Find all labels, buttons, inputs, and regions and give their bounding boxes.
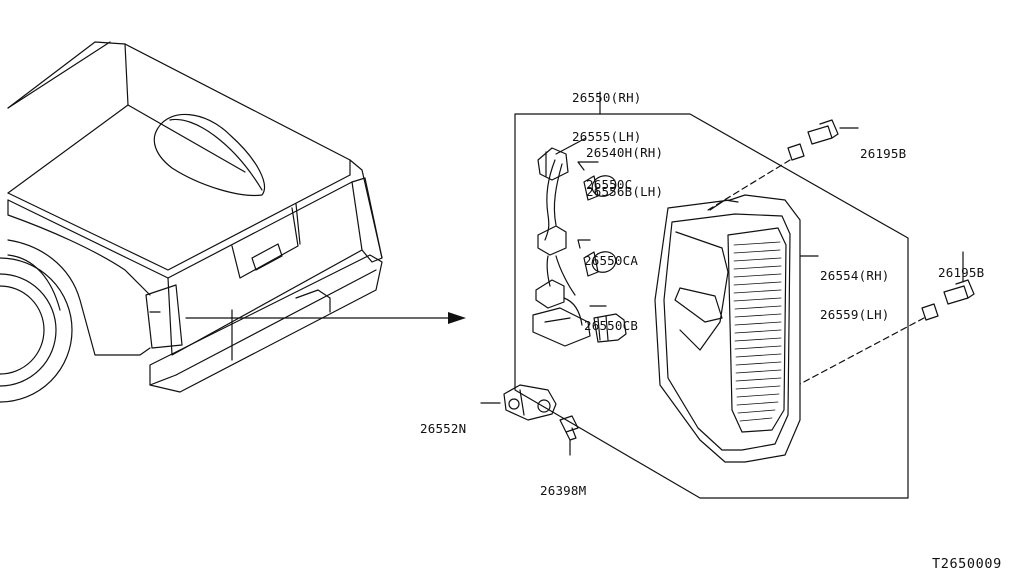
bracket-and-screw (480, 384, 579, 456)
callout-bulb-turn-text: 26550CA (584, 253, 639, 268)
callout-lens-housing: 26554(RH) 26559(LH) (820, 243, 890, 334)
bolts (707, 119, 975, 385)
callout-bolt-lower: 26195B (938, 240, 984, 292)
callout-lamp-assembly-lh: 26555(LH) (572, 129, 642, 144)
assembly-outline (514, 91, 909, 499)
callout-lamp-assembly-rh: 26550(RH) (572, 90, 642, 105)
callout-bolt-upper-text: 26195B (860, 146, 907, 161)
callout-bulb-stop-tail-text: 26550C (586, 177, 633, 192)
truck-rear-illustration (0, 41, 466, 403)
bulb-turn (577, 239, 617, 277)
bulbs (577, 161, 627, 343)
callout-screw-text: 26398M (540, 483, 587, 498)
callout-bulb-stop-tail: 26550C (586, 152, 632, 204)
upper-bolt (707, 119, 859, 211)
socket-harness (532, 137, 591, 347)
bulb-stop-tail (577, 161, 617, 201)
callout-socket-harness-rh: 26540H(RH) (586, 145, 664, 160)
callout-bracket: 26552N (420, 396, 466, 448)
bracket-26552N (480, 384, 557, 421)
callout-lamp-assembly: 26550(RH) 26555(LH) (572, 65, 642, 156)
callout-lens-housing-lh: 26559(LH) (820, 307, 890, 322)
diagram-id-code: T2650009 (932, 532, 1002, 584)
lens-housing (654, 194, 819, 463)
callout-socket-harness-lh: 26556B(LH) (586, 184, 664, 199)
callout-bulb-backup: 26550CB (584, 293, 638, 345)
callout-bulb-turn: 26550CA (584, 228, 638, 280)
screw-26398M (559, 415, 579, 456)
callout-bulb-backup-text: 26550CB (584, 318, 639, 333)
callout-bolt-lower-text: 26195B (938, 265, 985, 280)
lower-bolt (799, 251, 975, 385)
callout-bracket-text: 26552N (420, 421, 467, 436)
bulb-backup (589, 305, 627, 343)
callout-screw: 26398M (540, 458, 586, 510)
parts-diagram: 26550(RH) 26555(LH) 26540H(RH) 26556B(LH… (0, 41, 1001, 571)
diagram-drawing (0, 41, 975, 499)
callout-bolt-upper: 26195B (860, 121, 906, 173)
callout-socket-harness: 26540H(RH) 26556B(LH) (586, 120, 663, 211)
callout-lens-housing-rh: 26554(RH) (820, 268, 890, 283)
